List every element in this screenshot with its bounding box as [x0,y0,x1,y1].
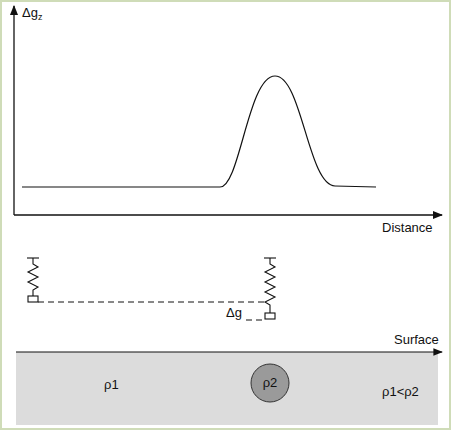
axis-label: Distance [382,221,433,235]
ground-band [16,352,438,425]
anomaly-body: ρ2 [250,363,290,403]
spring-symbol [264,258,276,319]
axis-label: Δgz [22,6,42,23]
surface-label: Surface [394,333,439,347]
y-axis [13,6,14,215]
reference-line [38,302,265,303]
x-axis [14,214,442,215]
density-note: ρ1<ρ2 [382,385,419,399]
reference-line [246,320,264,321]
anomaly-curve [22,76,376,187]
host-rock: ρ1 ρ1<ρ2 ρ2 [16,352,438,425]
density-label: ρ2 [263,376,278,390]
spring-symbol [27,258,39,302]
surface-line [16,351,442,352]
density-label: ρ1 [104,378,119,392]
difference-label: Δg [226,306,242,320]
